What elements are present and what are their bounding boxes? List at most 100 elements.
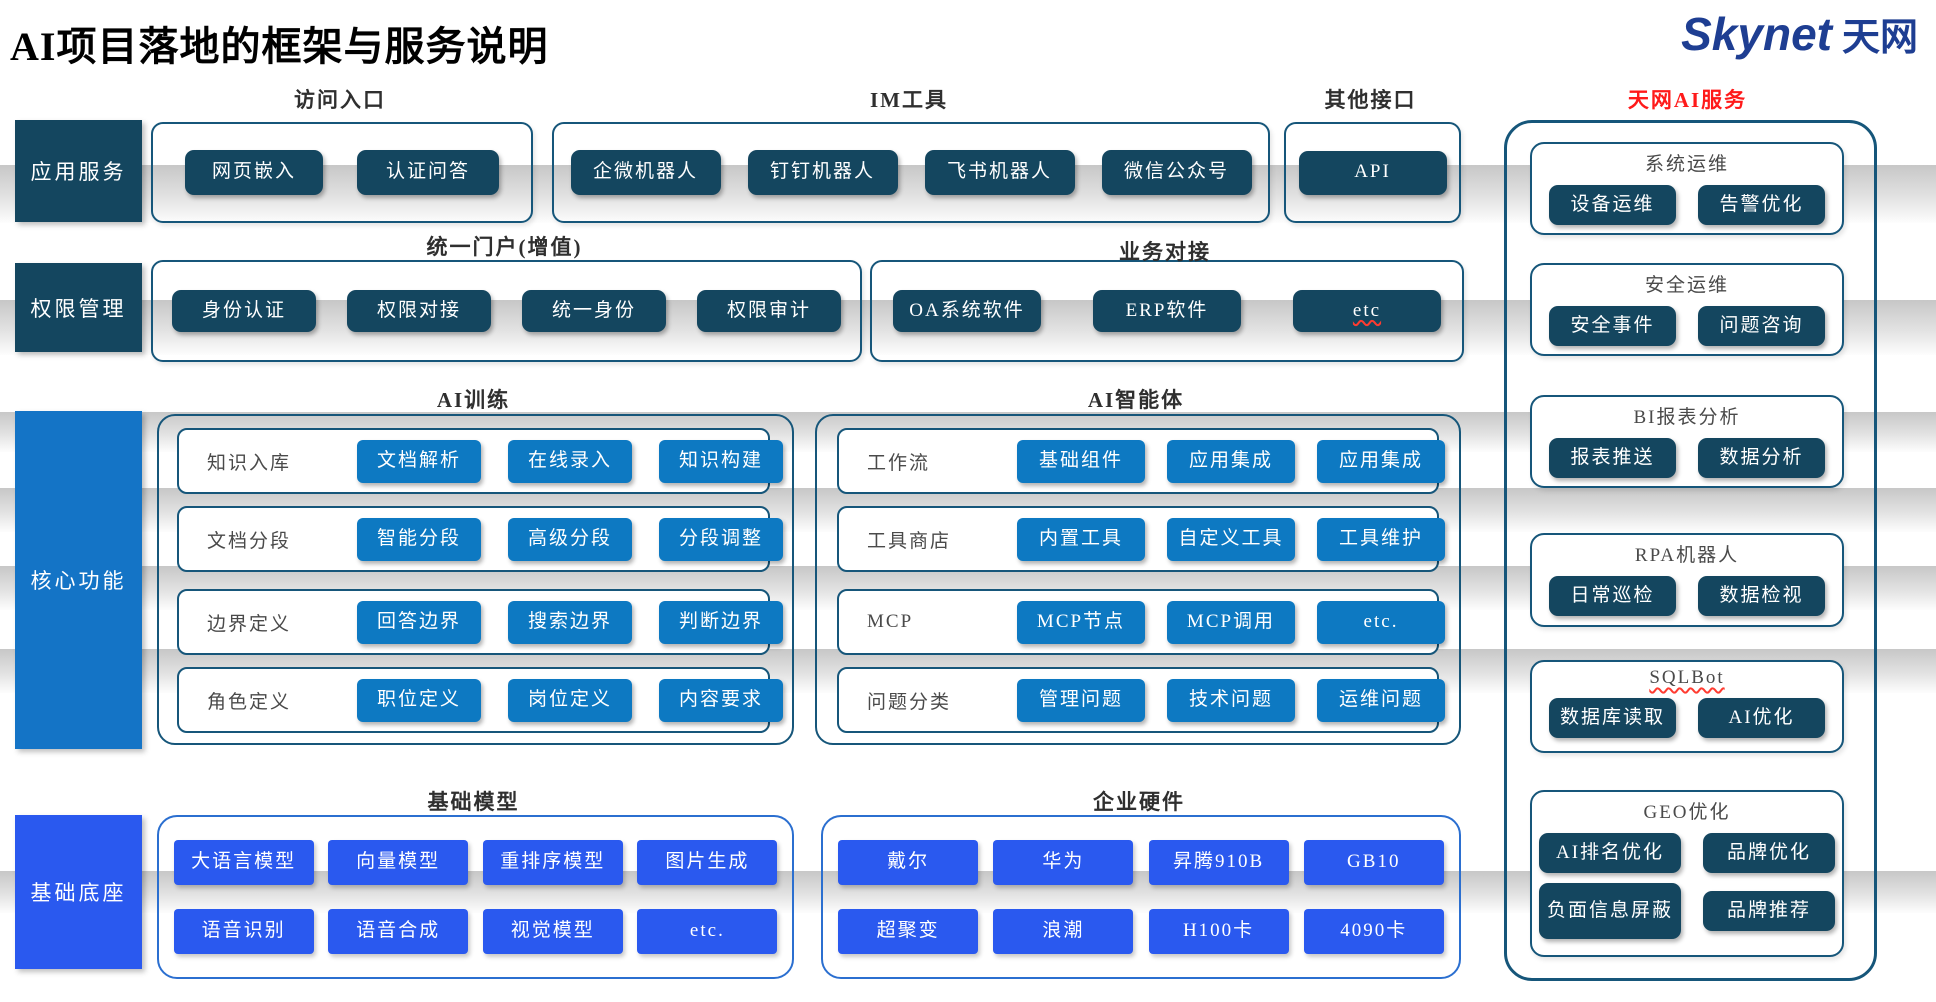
node-negative-info-block: 负面信息屏蔽 — [1539, 883, 1681, 939]
node-rerank-model: 重排序模型 — [482, 840, 623, 886]
node-advanced-segment: 高级分段 — [508, 517, 632, 561]
header-skynet-ai-services: 天网AI服务 — [1627, 88, 1748, 112]
header-unified-portal: 统一门户(增值) — [426, 235, 583, 259]
node-models-etc: etc. — [637, 908, 778, 954]
node-permission-audit: 权限审计 — [697, 290, 841, 332]
agent-row-mcp: MCP MCP节点 MCP调用 etc. — [837, 589, 1445, 655]
node-search-boundary: 搜索边界 — [508, 600, 632, 644]
row-label: 知识入库 — [207, 452, 292, 474]
header-base-models: 基础模型 — [427, 790, 520, 814]
header-ai-agent: AI智能体 — [1087, 388, 1185, 412]
group-unified-portal: 身份认证 权限对接 统一身份 权限审计 — [151, 260, 862, 362]
row-label: 工作流 — [867, 452, 931, 474]
node-unified-identity: 统一身份 — [522, 290, 666, 332]
node-post-define: 岗位定义 — [508, 678, 632, 722]
service-title: SQLBot — [1649, 667, 1724, 689]
group-base-models: 大语言模型 向量模型 重排序模型 图片生成 语音识别 语音合成 视觉模型 etc… — [157, 815, 794, 979]
node-asr: 语音识别 — [173, 908, 314, 954]
node-xfusion: 超聚变 — [838, 908, 979, 954]
group-im-tools: 企微机器人 钉钉机器人 飞书机器人 微信公众号 — [552, 122, 1270, 223]
node-permission-connect: 权限对接 — [347, 290, 491, 332]
service-rpa-robot: RPA机器人 日常巡检 数据检视 — [1530, 533, 1844, 627]
training-row-role-definition: 角色定义 职位定义 岗位定义 内容要求 — [177, 667, 783, 733]
service-title: GEO优化 — [1643, 802, 1731, 823]
node-app-integration-2: 应用集成 — [1317, 439, 1445, 483]
group-other-api: API — [1284, 122, 1461, 223]
node-judge-boundary: 判断边界 — [659, 600, 783, 644]
node-daily-inspection: 日常巡检 — [1549, 576, 1676, 616]
node-dingtalk-bot: 钉钉机器人 — [747, 150, 898, 195]
node-builtin-tools: 内置工具 — [1017, 517, 1145, 561]
node-online-entry: 在线录入 — [508, 439, 632, 483]
service-title: RPA机器人 — [1634, 545, 1740, 566]
node-question-consult: 问题咨询 — [1698, 306, 1825, 346]
node-knowledge-build: 知识构建 — [659, 439, 783, 483]
sidebar-item-foundation-base: 基础底座 — [15, 815, 142, 969]
page-title: AI项目落地的框架与服务说明 — [10, 24, 549, 69]
node-auth-qa: 认证问答 — [357, 150, 499, 195]
row-label: 角色定义 — [207, 691, 292, 713]
node-doc-parse: 文档解析 — [357, 439, 481, 483]
agent-row-question-category: 问题分类 管理问题 技术问题 运维问题 — [837, 667, 1445, 733]
service-geo-optimization: GEO优化 AI排名优化 品牌优化 负面信息屏蔽 品牌推荐 — [1530, 790, 1844, 957]
training-row-knowledge-ingest: 知识入库 文档解析 在线录入 知识构建 — [177, 428, 783, 494]
service-system-ops: 系统运维 设备运维 告警优化 — [1530, 142, 1844, 235]
node-identity-auth: 身份认证 — [172, 290, 316, 332]
brand-logo-cn: 天网 — [1841, 17, 1918, 59]
node-llm: 大语言模型 — [173, 840, 314, 886]
group-ai-agent — [815, 414, 1461, 745]
node-ai-rank-optimization: AI排名优化 — [1539, 833, 1681, 873]
node-ai-optimization: AI优化 — [1698, 698, 1825, 738]
training-row-boundary-definition: 边界定义 回答边界 搜索边界 判断边界 — [177, 589, 783, 655]
node-content-require: 内容要求 — [659, 678, 783, 722]
header-im-tools: IM工具 — [870, 88, 948, 112]
node-mcp-etc: etc. — [1317, 600, 1445, 644]
group-ai-training — [157, 414, 794, 745]
brand-logo: Skynet 天网 — [1681, 6, 1918, 61]
node-mgmt-questions: 管理问题 — [1017, 678, 1145, 722]
header-access-entry: 访问入口 — [294, 88, 386, 112]
business-etc-label: etc — [1352, 299, 1382, 321]
node-dell: 戴尔 — [838, 840, 979, 886]
node-business-etc: etc — [1293, 290, 1441, 332]
service-title: 系统运维 — [1644, 154, 1729, 175]
node-tts: 语音合成 — [328, 908, 469, 954]
node-ops-questions: 运维问题 — [1317, 678, 1445, 722]
node-security-incident: 安全事件 — [1549, 306, 1676, 346]
training-row-doc-segmentation: 文档分段 智能分段 高级分段 分段调整 — [177, 506, 783, 572]
node-report-push: 报表推送 — [1549, 438, 1676, 478]
sidebar-item-app-services: 应用服务 — [15, 120, 142, 222]
node-data-analysis: 数据分析 — [1698, 438, 1825, 478]
node-h100-card: H100卡 — [1148, 908, 1289, 954]
node-mcp-node: MCP节点 — [1017, 600, 1145, 644]
node-base-components: 基础组件 — [1017, 439, 1145, 483]
node-brand-recommend: 品牌推荐 — [1703, 891, 1835, 931]
row-label: MCP — [867, 611, 914, 632]
node-wechat-official: 微信公众号 — [1101, 150, 1252, 195]
node-db-read: 数据库读取 — [1549, 698, 1676, 738]
node-segment-adjust: 分段调整 — [659, 517, 783, 561]
node-mcp-call: MCP调用 — [1167, 600, 1295, 644]
node-image-gen: 图片生成 — [637, 840, 778, 886]
node-smart-segment: 智能分段 — [357, 517, 481, 561]
node-inspur: 浪潮 — [993, 908, 1134, 954]
sqlbot-title-label: SQLBot — [1649, 667, 1725, 688]
node-4090-card: 4090卡 — [1303, 908, 1444, 954]
row-label: 工具商店 — [867, 530, 952, 552]
service-title: BI报表分析 — [1633, 407, 1741, 428]
node-vector-model: 向量模型 — [328, 840, 469, 886]
node-device-ops: 设备运维 — [1549, 185, 1676, 225]
group-enterprise-hardware: 戴尔 华为 昇腾910B GB10 超聚变 浪潮 H100卡 4090卡 — [821, 815, 1461, 979]
node-gb10: GB10 — [1303, 840, 1444, 886]
node-custom-tools: 自定义工具 — [1167, 517, 1295, 561]
service-bi-report: BI报表分析 报表推送 数据分析 — [1530, 395, 1844, 488]
service-security-ops: 安全运维 安全事件 问题咨询 — [1530, 263, 1844, 356]
agent-row-workflow: 工作流 基础组件 应用集成 应用集成 — [837, 428, 1445, 494]
node-api: API — [1298, 150, 1447, 195]
group-skynet-ai-services — [1504, 120, 1877, 981]
row-label: 文档分段 — [207, 530, 292, 552]
node-data-review: 数据检视 — [1698, 576, 1825, 616]
header-business-integration: 业务对接 — [1119, 240, 1211, 264]
node-wecom-bot: 企微机器人 — [570, 150, 721, 195]
